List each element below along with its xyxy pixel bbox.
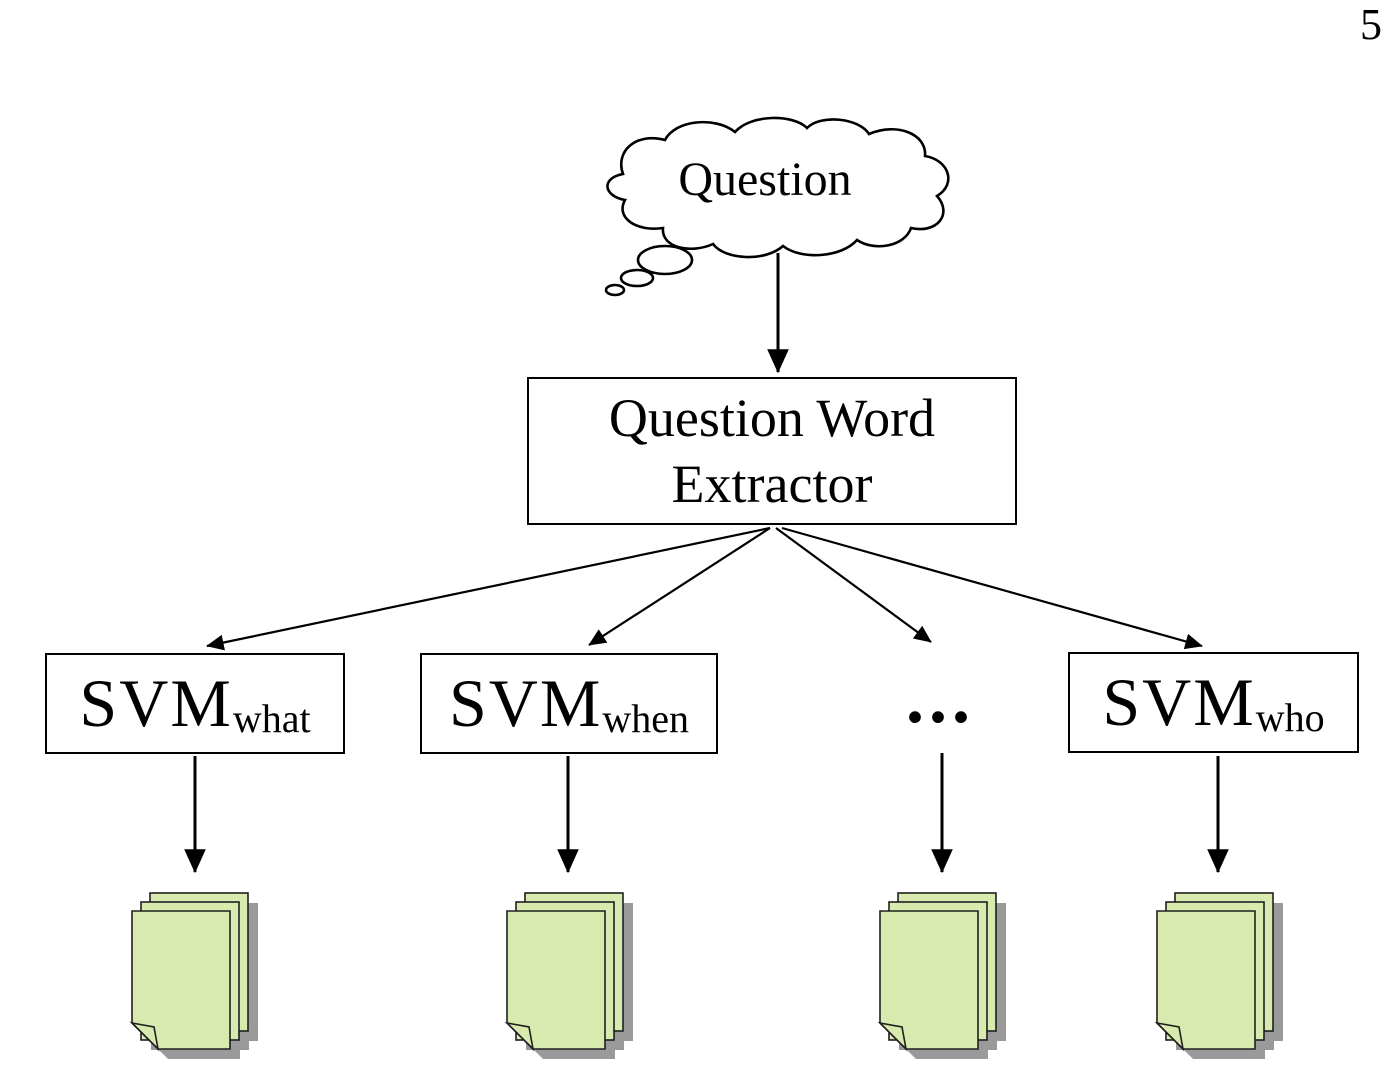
- question-cloud-label: Question: [678, 153, 852, 206]
- question-word-extractor-box: Question Word Extractor: [527, 377, 1017, 525]
- arrow-extractor-to-ellipsis: [775, 527, 932, 643]
- ellipsis-label: ...: [906, 658, 975, 738]
- svm-what-subscript: what: [232, 696, 311, 741]
- thought-bubble-small: [604, 283, 626, 297]
- extractor-label-line1: Question Word: [608, 388, 936, 448]
- arrow-extractor-to-svm-when: [588, 527, 771, 646]
- document-stack-icon: [129, 892, 258, 1059]
- svm-who-subscript: who: [1255, 695, 1325, 740]
- document-stack-icon: [1154, 892, 1283, 1059]
- document-stack-icon: [504, 892, 633, 1059]
- arrow-extractor-to-svm-what: [206, 526, 771, 651]
- cloud-outline: [606, 116, 950, 259]
- document-corner-fold: [129, 1021, 160, 1052]
- document-corner-fold: [504, 1021, 535, 1052]
- document-page-front: [1156, 910, 1256, 1050]
- svm-when-subscript: when: [602, 696, 690, 741]
- svm-who-box: SVMwho: [1068, 652, 1359, 753]
- document-page-front: [879, 910, 979, 1050]
- svm-what-box: SVMwhat: [45, 653, 345, 754]
- document-page-front: [506, 910, 606, 1050]
- document-page-front: [131, 910, 231, 1050]
- thought-cloud-icon: [604, 116, 950, 297]
- svm-who-label: SVM: [1102, 664, 1256, 740]
- svm-when-box: SVMwhen: [420, 653, 718, 754]
- document-corner-fold: [877, 1021, 908, 1052]
- svm-when-label: SVM: [448, 665, 603, 741]
- svm-what-label: SVM: [79, 665, 233, 741]
- page-number: 5: [1360, 0, 1382, 49]
- thought-bubble-medium: [619, 268, 655, 288]
- document-stack-icon: [877, 892, 1006, 1059]
- arrow-extractor-to-svm-who: [781, 526, 1203, 650]
- document-corner-fold: [1154, 1021, 1185, 1052]
- thought-bubble-large: [636, 244, 694, 276]
- extractor-label-line2: Extractor: [671, 454, 873, 514]
